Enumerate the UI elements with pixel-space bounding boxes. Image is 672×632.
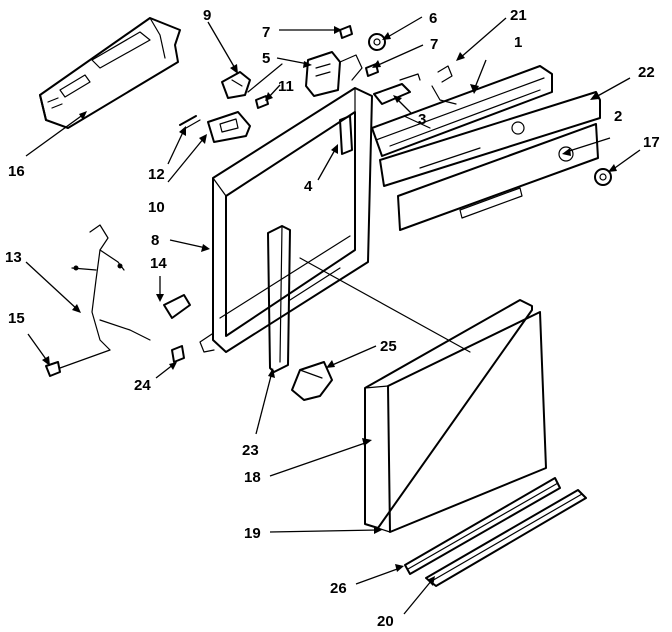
part-16-cover-panel [39, 17, 181, 129]
callout-20: 20 [377, 613, 394, 630]
callout-10: 10 [148, 199, 165, 216]
callout-15: 15 [8, 310, 25, 327]
callout-2: 2 [614, 108, 622, 125]
callout-6: 6 [429, 10, 437, 27]
part-18-door-panel [364, 299, 547, 533]
part-10-latch-plate [207, 111, 251, 143]
part-25-hinge-bracket [291, 361, 333, 401]
part-14-sensor [163, 294, 191, 319]
callout-7-upper: 7 [262, 24, 270, 41]
callout-1: 1 [514, 34, 522, 51]
part-22-control-panel [379, 91, 601, 187]
part-13-wire-harness [59, 224, 151, 369]
callout-24: 24 [134, 377, 151, 394]
part-4-bracket [339, 115, 353, 155]
part-23-trim-strip [267, 225, 291, 373]
callout-13: 13 [5, 249, 22, 266]
callout-21: 21 [510, 7, 527, 24]
part-2-panel-trim [397, 123, 599, 231]
part-21-wire [431, 65, 457, 105]
part-17-knob [594, 168, 612, 186]
part-5-switch [305, 51, 363, 97]
callout-18: 18 [244, 469, 261, 486]
callout-labels: 1 2 3 4 5 6 7 7 8 9 10 11 12 13 14 15 16… [5, 7, 660, 630]
part-6-knob [368, 33, 386, 51]
callout-11: 11 [278, 78, 294, 95]
part-3-hinge-plates [373, 73, 421, 105]
callout-25: 25 [380, 338, 397, 355]
part-1-control-console [371, 65, 553, 157]
part-15-screw [45, 361, 61, 377]
leader-lines [25, 16, 641, 615]
part-24-clip [171, 345, 185, 363]
assembly-lines [247, 63, 471, 353]
part-11-screw [255, 95, 269, 109]
callout-23: 23 [242, 442, 259, 459]
callout-19: 19 [244, 525, 261, 542]
part-7-screws [339, 25, 379, 77]
callout-7-lower: 7 [430, 36, 438, 53]
callout-5: 5 [262, 50, 270, 67]
callout-22: 22 [638, 64, 655, 81]
callout-3: 3 [418, 111, 426, 128]
part-26-lower-strip [404, 477, 561, 575]
callout-16: 16 [8, 163, 25, 180]
part-8-door-frame [199, 87, 373, 353]
callout-9: 9 [203, 7, 211, 24]
callout-17: 17 [643, 134, 660, 151]
callout-8: 8 [151, 232, 159, 249]
callout-26: 26 [330, 580, 347, 597]
part-9-latch [221, 71, 251, 99]
callout-12: 12 [148, 166, 165, 183]
callout-4: 4 [304, 178, 313, 195]
part-12-clip [179, 115, 201, 129]
callout-14: 14 [150, 255, 167, 272]
